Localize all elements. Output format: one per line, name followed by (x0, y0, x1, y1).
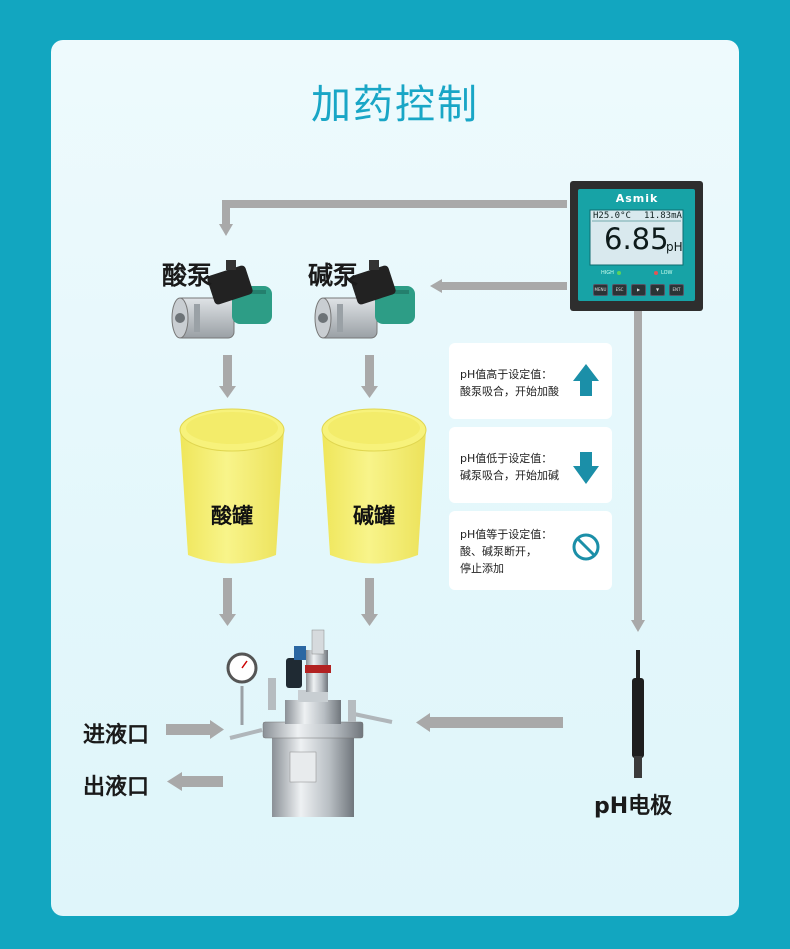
meter-current: 11.83mA (644, 211, 682, 221)
outlet-arrow (167, 772, 223, 791)
ph-electrode-label: pH电极 (594, 794, 673, 819)
flow-arrow-acid-tank-to-reactor (219, 578, 236, 626)
no-entry-icon (572, 533, 600, 561)
flow-arrow-electrode-to-reactor (416, 713, 563, 732)
reactor-image (226, 629, 393, 817)
meter-ph-unit: pH (666, 240, 683, 254)
arrow-up-icon (573, 364, 599, 396)
acid-tank-label: 酸罐 (211, 504, 253, 528)
rule-card-equal: pH值等于设定值： 酸、碱泵断开， 停止添加 (449, 511, 612, 590)
rule-card-high-text: pH值高于设定值： 酸泵吸合，开始加酸 (460, 368, 559, 398)
flow-arrow-acid-pump-to-tank (219, 355, 236, 398)
rule-card-equal-text: pH值等于设定值： 酸、碱泵断开， 停止添加 (460, 528, 553, 575)
meter-key-down: ▼ (650, 284, 665, 296)
meter-ph-value: 6.85 (604, 222, 669, 256)
ph-electrode-image (632, 650, 644, 778)
page-title: 加药控制 (311, 82, 479, 128)
flow-arrow-meter-to-base-pump (430, 279, 567, 293)
arrow-down-icon (573, 452, 599, 484)
meter-brand: Asmik (615, 192, 659, 205)
flow-arrow-base-tank-to-reactor (361, 578, 378, 626)
rule-card-low-text: pH值低于设定值： 碱泵吸合，开始加碱 (460, 452, 559, 482)
base-tank-label: 碱罐 (353, 504, 395, 528)
base-tank-image (321, 408, 427, 564)
base-pump-image (314, 260, 415, 339)
flow-arrow-base-pump-to-tank (361, 355, 378, 398)
outlet-label: 出液口 (83, 775, 150, 800)
meter-low-label: LOW (661, 270, 673, 276)
base-pump-label: 碱泵 (308, 261, 359, 290)
meter-high-label: HIGH (601, 270, 614, 276)
flow-line-meter-to-electrode (631, 310, 645, 632)
acid-pump-label: 酸泵 (162, 261, 213, 290)
meter-temperature: H25.0°C (593, 211, 631, 221)
meter-key-enter: ENT (669, 284, 684, 296)
meter-key-right: ▶ (631, 284, 646, 296)
ph-meter-image (570, 181, 703, 311)
meter-key-esc: ESC (612, 284, 627, 296)
meter-key-menu: MENU (593, 284, 608, 296)
acid-pump-image (171, 260, 272, 339)
flow-line-meter-to-acid-pump (219, 200, 567, 236)
acid-tank-image (179, 408, 285, 564)
inlet-arrow (166, 720, 224, 739)
inlet-label: 进液口 (83, 723, 150, 748)
